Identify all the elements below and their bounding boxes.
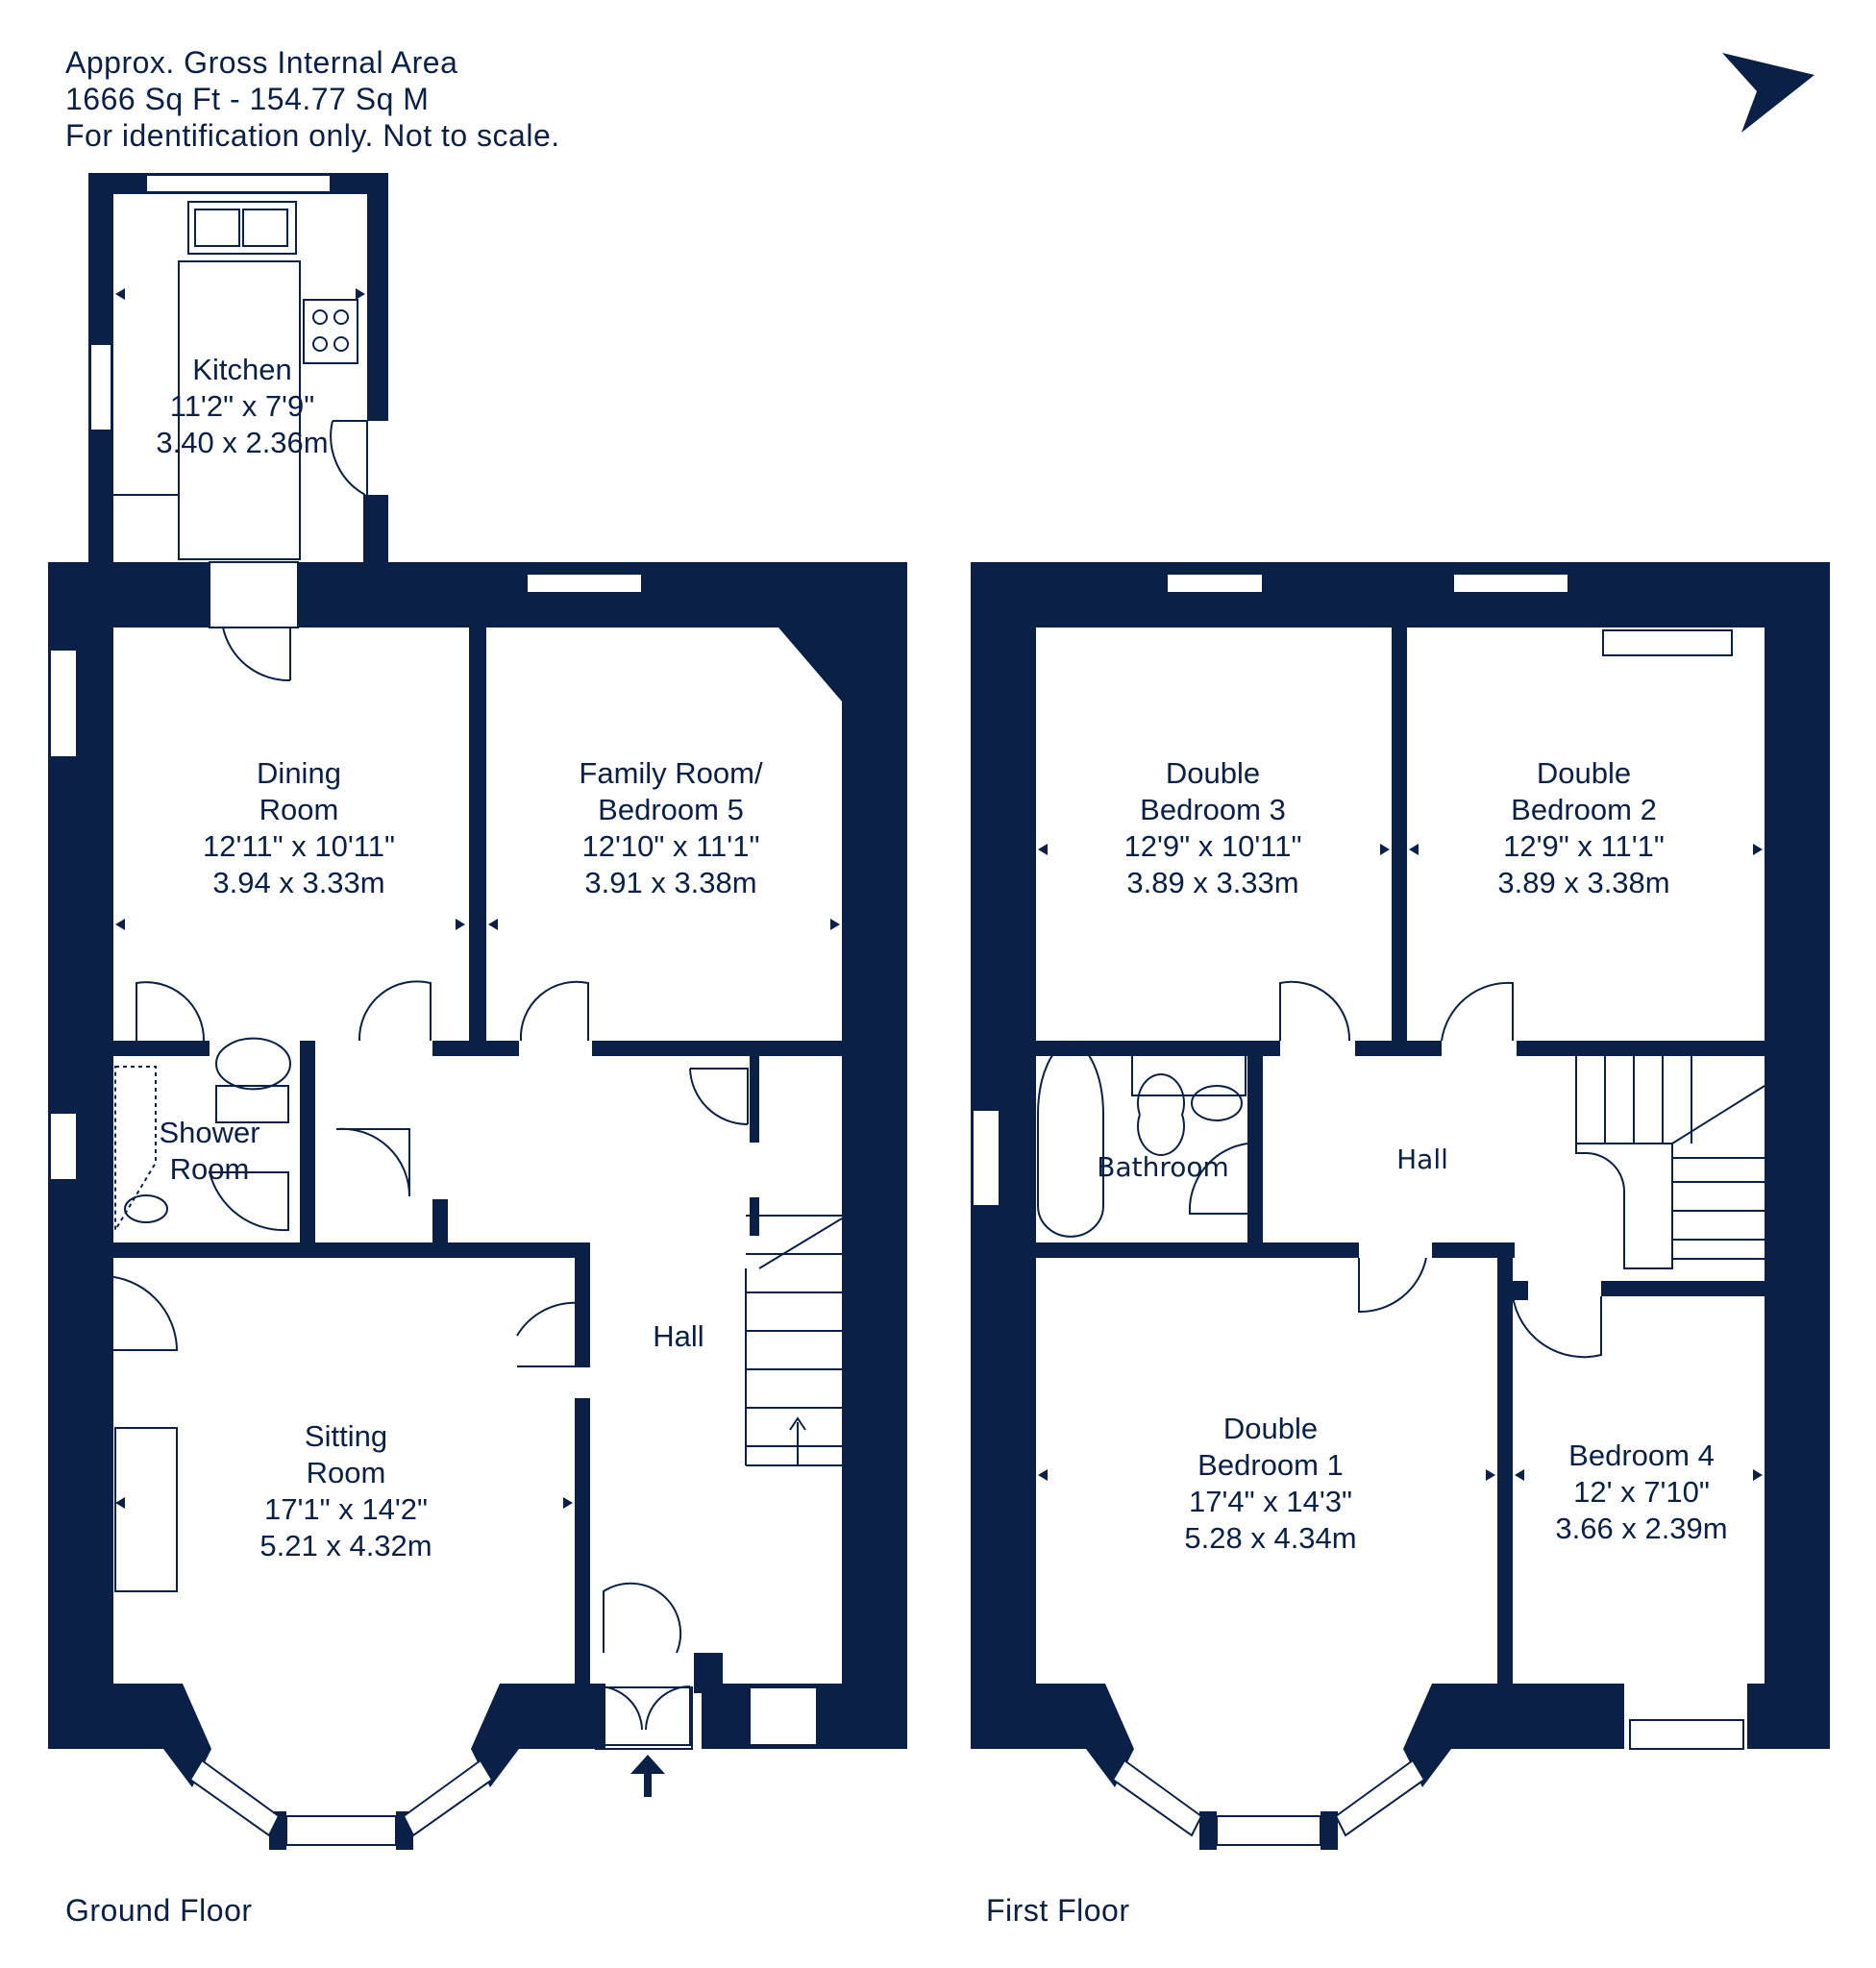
ground-doors-stairs — [103, 561, 843, 1746]
area-title: Approx. Gross Internal Area — [65, 45, 458, 80]
room-size-metric: 3.89 x 3.38m — [1497, 866, 1670, 899]
room-name: Room — [169, 1152, 250, 1186]
kitchen-fittings — [113, 201, 368, 560]
room-label-kitchen: Kitchen 11'2" x 7'9" 3.40 x 2.36m — [156, 352, 328, 461]
room-label-bed3: Double Bedroom 3 12'9" x 10'11" 3.89 x 3… — [1124, 755, 1302, 901]
first-outer-walls — [971, 562, 1830, 1850]
room-name: Shower — [159, 1116, 260, 1149]
room-size-metric: 5.21 x 4.32m — [259, 1529, 432, 1562]
room-name: Hall — [653, 1319, 704, 1353]
room-label-sitting: Sitting Room 17'1" x 14'2" 5.21 x 4.32m — [259, 1418, 432, 1564]
room-label-hall-first: Hall — [1396, 1142, 1448, 1178]
room-size-metric: 3.89 x 3.33m — [1126, 866, 1299, 899]
room-name: Room — [306, 1456, 386, 1489]
ground-floor-plan — [48, 173, 907, 1850]
room-label-family: Family Room/ Bedroom 5 12'10" x 11'1" 3.… — [579, 755, 762, 901]
floor-label-ground: Ground Floor — [65, 1893, 253, 1928]
room-size-metric: 5.28 x 4.34m — [1184, 1521, 1357, 1555]
room-size-imperial: 17'4" x 14'3" — [1188, 1485, 1352, 1518]
first-windows — [972, 573, 1744, 1846]
room-label-bed4: Bedroom 4 12' x 7'10" 3.66 x 2.39m — [1555, 1438, 1727, 1547]
room-label-dining: Dining Room 12'11" x 10'11" 3.94 x 3.33m — [203, 755, 395, 901]
room-name: Bedroom 2 — [1511, 793, 1657, 826]
area-value: 1666 Sq Ft - 154.77 Sq M — [65, 82, 430, 116]
room-label-shower: Shower Room — [159, 1115, 259, 1188]
ground-interior-walls — [81, 627, 842, 1749]
room-size-metric: 3.91 x 3.38m — [584, 866, 757, 899]
room-size-imperial: 12'10" x 11'1" — [581, 829, 760, 863]
room-name: Double — [1165, 756, 1261, 790]
room-size-imperial: 12'11" x 10'11" — [203, 829, 395, 863]
room-label-bed1: Double Bedroom 1 17'4" x 14'3" 5.28 x 4.… — [1184, 1411, 1356, 1557]
room-size-imperial: 11'2" x 7'9" — [169, 389, 315, 423]
room-size-imperial: 12'9" x 11'1" — [1503, 829, 1665, 863]
room-size-imperial: 12' x 7'10" — [1573, 1475, 1710, 1509]
room-name: Double — [1536, 756, 1632, 790]
floor-label-first: First Floor — [986, 1893, 1130, 1928]
first-interior-walls — [1036, 627, 1765, 1685]
room-label-bed2: Double Bedroom 2 12'9" x 11'1" 3.89 x 3.… — [1497, 755, 1669, 901]
ground-outer-walls — [48, 562, 907, 1850]
room-size-imperial: 12'9" x 10'11" — [1123, 829, 1302, 863]
entrance-arrow-icon — [630, 1755, 665, 1797]
first-doors-stairs-fixtures — [1037, 629, 1765, 1359]
room-name: Hall — [1396, 1144, 1448, 1175]
room-label-hall-ground: Hall — [653, 1318, 704, 1355]
room-name: Bedroom 1 — [1197, 1448, 1344, 1482]
room-size-metric: 3.94 x 3.33m — [212, 866, 385, 899]
disclaimer: For identification only. Not to scale. — [65, 118, 560, 153]
room-name: Bedroom 3 — [1140, 793, 1286, 826]
room-name: Kitchen — [192, 353, 292, 386]
room-name: Dining — [257, 756, 341, 790]
room-name: Bathroom — [1097, 1151, 1229, 1183]
room-size-metric: 3.66 x 2.39m — [1555, 1512, 1728, 1545]
room-name: Room — [259, 793, 339, 826]
room-name: Bedroom 4 — [1568, 1439, 1715, 1472]
ground-windows — [49, 561, 818, 1846]
north-arrow-icon — [1702, 53, 1814, 133]
kitchen-walls — [88, 173, 388, 562]
room-name: Family Room/ — [579, 756, 763, 790]
room-size-metric: 3.40 x 2.36m — [156, 426, 329, 459]
room-name: Sitting — [304, 1419, 388, 1453]
room-label-bathroom: Bathroom — [1097, 1149, 1229, 1186]
room-name: Double — [1222, 1412, 1319, 1445]
dimension-arrows — [115, 288, 1763, 1509]
first-floor-plan — [971, 562, 1830, 1850]
room-name: Bedroom 5 — [598, 793, 744, 826]
room-size-imperial: 17'1" x 14'2" — [263, 1492, 428, 1526]
